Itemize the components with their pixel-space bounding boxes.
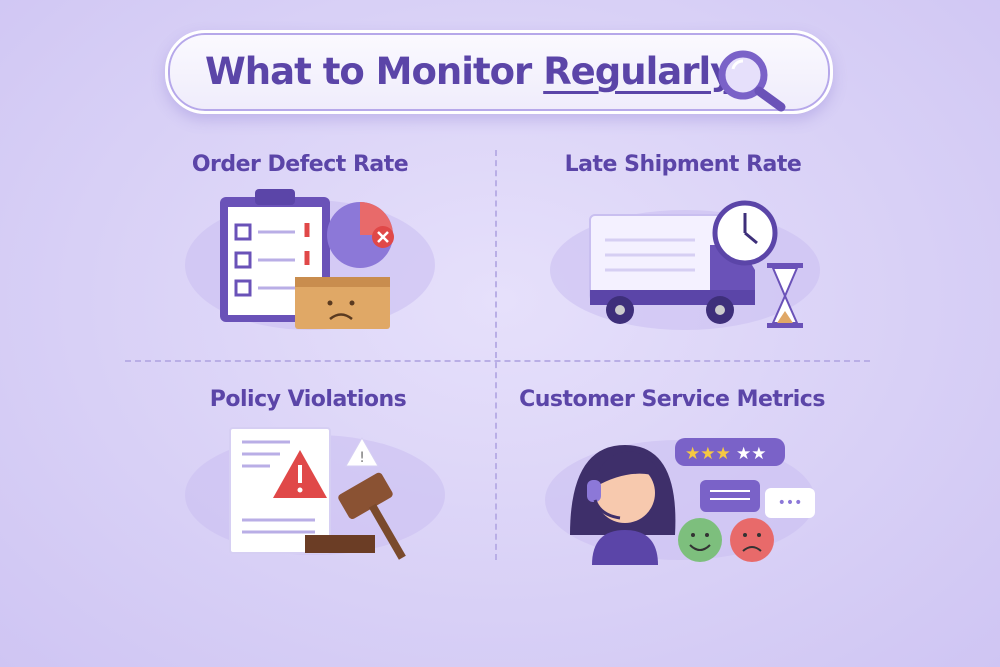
happy-face-icon xyxy=(678,518,722,562)
section-title-order-defect-rate: Order Defect Rate xyxy=(191,152,409,177)
chat-bubble-icon xyxy=(700,480,760,512)
gavel-icon xyxy=(305,472,406,560)
magnifier-icon xyxy=(718,50,786,112)
svg-text:!: ! xyxy=(359,450,365,466)
warning-document-icon xyxy=(229,427,331,554)
clock-icon xyxy=(712,200,778,266)
title-prefix: What to Monitor xyxy=(205,50,544,93)
horizontal-divider xyxy=(125,360,870,362)
svg-text:•••: ••• xyxy=(778,495,803,511)
sad-face-icon xyxy=(730,518,774,562)
page-title: What to Monitor Regularly xyxy=(205,50,734,93)
rating-bubble: ★★★★★ xyxy=(675,438,785,466)
policy-violations-illustration: ! xyxy=(185,427,445,560)
section-title-late-shipment-rate: Late Shipment Rate xyxy=(564,152,802,177)
support-agent-icon xyxy=(570,445,676,565)
svg-text:★★: ★★ xyxy=(736,444,766,464)
customer-service-illustration: ★★★★★ ••• xyxy=(545,438,815,565)
hourglass-icon xyxy=(767,263,803,328)
sad-box-icon xyxy=(295,277,390,329)
section-title-policy-violations: Policy Violations xyxy=(209,387,407,412)
section-title-customer-service-metrics: Customer Service Metrics xyxy=(519,387,825,412)
warning-icon: ! xyxy=(345,436,379,467)
typing-bubble-icon: ••• xyxy=(765,488,815,518)
late-shipment-illustration xyxy=(550,200,820,330)
order-defect-illustration xyxy=(185,189,435,330)
svg-text:★★★: ★★★ xyxy=(685,444,731,464)
pie-chart-icon xyxy=(327,202,394,268)
vertical-divider xyxy=(495,150,497,560)
title-emphasis: Regularly xyxy=(543,50,734,93)
